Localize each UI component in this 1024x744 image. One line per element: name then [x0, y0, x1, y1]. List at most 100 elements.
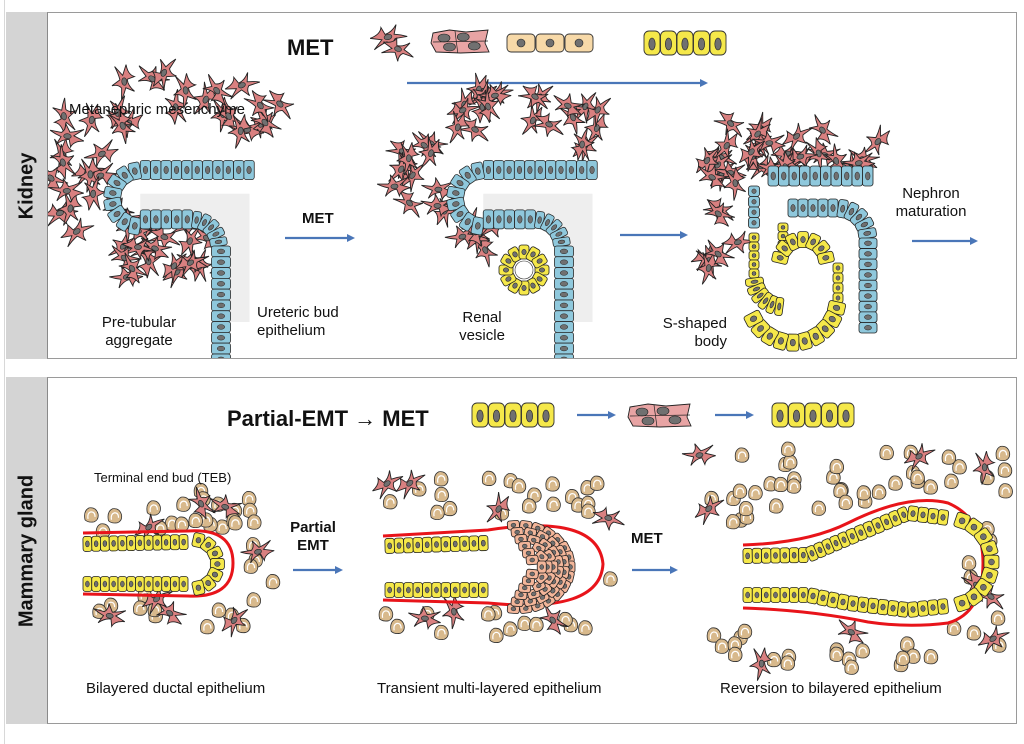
cell-nucleus	[773, 552, 778, 559]
mesenchymal-cell-icon	[177, 226, 203, 259]
cell-nucleus	[174, 215, 180, 224]
cell-nucleus	[777, 302, 782, 311]
cell-nucleus	[396, 542, 402, 549]
cell-body	[481, 470, 497, 486]
cell-highlight	[772, 502, 781, 510]
cell-nucleus	[810, 238, 816, 246]
mesenchymal-cell-icon	[864, 124, 891, 156]
cell-highlight	[847, 663, 856, 672]
cell-nucleus	[120, 580, 125, 588]
cell-nucleus	[509, 409, 517, 423]
cell-nucleus	[214, 561, 221, 567]
cell-nucleus	[212, 231, 220, 237]
ureteric-cell	[103, 185, 123, 201]
cell-nucleus	[521, 248, 527, 256]
ductal-cell	[82, 576, 93, 592]
cell-nucleus	[452, 190, 460, 196]
cell-nucleus	[529, 557, 535, 563]
nephron-cell	[748, 232, 760, 243]
cell-nucleus	[751, 199, 757, 205]
cell-nucleus	[205, 542, 212, 548]
cell-highlight	[561, 615, 570, 624]
cell-nucleus	[525, 550, 532, 556]
cell-nucleus	[648, 37, 656, 51]
mesenchymal-cell-icon	[591, 506, 625, 531]
cell-nucleus	[145, 523, 153, 531]
cell-highlight	[191, 516, 200, 525]
cell-nucleus	[697, 37, 705, 51]
cell-nucleus	[485, 165, 491, 175]
cell-nucleus	[835, 265, 841, 271]
cell-highlight	[179, 500, 188, 509]
ductal-cell	[779, 547, 790, 564]
ureteric-cell	[748, 206, 760, 218]
mesenchymal-cell-icon	[782, 122, 813, 153]
stromal-cell-icon	[188, 512, 203, 529]
ureteric-bud	[446, 160, 598, 358]
mesenchymal-cell-icon	[224, 72, 260, 100]
cell-highlight	[520, 619, 529, 628]
stromal-cell-icon	[900, 636, 915, 652]
cell-nucleus	[559, 335, 569, 341]
cell-nucleus	[833, 157, 840, 165]
cell-body	[738, 500, 754, 517]
cell-nucleus	[980, 533, 987, 540]
cell-highlight	[784, 445, 793, 454]
cap-cell	[536, 560, 547, 574]
ductal-cell	[877, 598, 889, 616]
ductal-cell	[100, 535, 110, 552]
cell-nucleus	[518, 536, 524, 542]
ductal-cell	[422, 582, 433, 598]
cell-body	[603, 571, 618, 587]
stromal-cell-icon	[434, 624, 449, 641]
mesenchymal-cell-icon	[532, 112, 564, 137]
cell-highlight	[735, 487, 745, 496]
label-nephron-maturation: Nephron maturation	[886, 185, 976, 221]
cell-nucleus	[211, 571, 218, 578]
cell-nucleus	[93, 540, 99, 547]
ureteric-cell	[160, 160, 172, 180]
cell-nucleus	[559, 248, 569, 255]
cell-nucleus	[559, 313, 569, 319]
cell-nucleus	[800, 236, 806, 244]
cell-body	[503, 621, 518, 637]
cell-nucleus	[841, 536, 847, 543]
cell-nucleus	[536, 583, 542, 589]
cell-body	[895, 650, 911, 666]
cell-nucleus	[475, 167, 481, 175]
cuboidal-cells-icon	[506, 33, 594, 53]
cell-nucleus	[142, 165, 148, 175]
cell-body	[211, 602, 227, 618]
cell-nucleus	[214, 239, 223, 245]
cell-nucleus	[930, 604, 936, 611]
cell-nucleus	[510, 522, 517, 528]
cell-nucleus	[111, 580, 116, 588]
ductal-cell	[937, 598, 949, 615]
stromal-cell-icon	[146, 500, 161, 516]
ductal-cell	[431, 536, 442, 553]
cell-nucleus	[751, 209, 757, 215]
cell-nucleus	[454, 123, 461, 132]
cell-nucleus	[485, 102, 491, 111]
cell-body	[997, 462, 1013, 478]
ureteric-cell	[493, 160, 505, 180]
cell-highlight	[898, 654, 908, 663]
cell-nucleus	[443, 42, 456, 52]
cell-nucleus	[745, 591, 750, 599]
stromal-cell-icon	[748, 485, 763, 501]
cell-nucleus	[527, 165, 533, 175]
cell-nucleus	[539, 574, 545, 580]
cell-body	[578, 620, 593, 636]
cell-body	[489, 627, 504, 643]
cell-nucleus	[790, 238, 796, 246]
ureteric-bud	[103, 160, 255, 358]
cell-nucleus	[559, 270, 569, 276]
cell-nucleus	[132, 167, 138, 175]
cell-nucleus	[864, 272, 872, 278]
cell-nucleus	[512, 282, 518, 289]
arrow-head	[347, 234, 355, 242]
ductal-cell	[91, 576, 101, 592]
cell-nucleus	[531, 591, 537, 597]
cell-highlight	[87, 511, 96, 519]
cell-nucleus	[723, 142, 730, 150]
